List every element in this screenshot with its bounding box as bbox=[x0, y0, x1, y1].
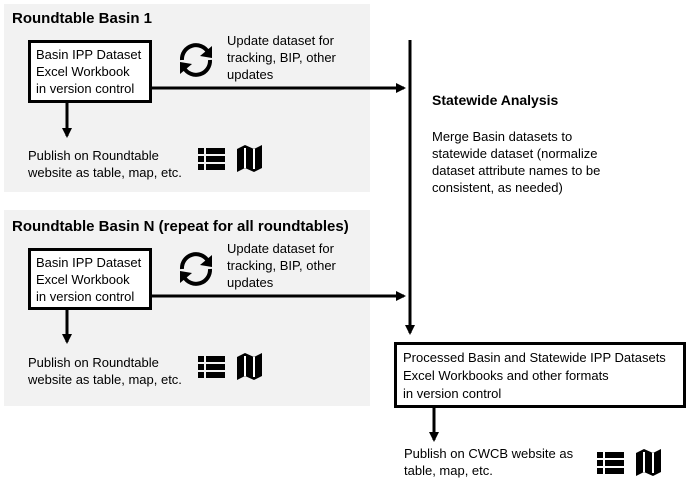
statewide-merge-line-1: Merge Basin datasets to bbox=[432, 129, 573, 144]
basin-n-dataset-line-1: Basin IPP Dataset bbox=[36, 255, 142, 270]
basin-n-publish-line-2: website as table, map, etc. bbox=[28, 372, 182, 387]
basin-n-update-note: Update dataset for tracking, BIP, other … bbox=[227, 240, 336, 291]
statewide-publish-note: Publish on CWCB website as table, map, e… bbox=[404, 445, 573, 479]
table-list-icon bbox=[198, 356, 225, 378]
statewide-output-line-3: in version control bbox=[403, 386, 502, 401]
statewide-title: Statewide Analysis bbox=[432, 92, 559, 108]
refresh-icon bbox=[180, 43, 212, 77]
basin-n-update-line-1: Update dataset for bbox=[227, 241, 334, 256]
map-icon bbox=[636, 449, 661, 476]
basin-n-dataset-line-2: Excel Workbook bbox=[36, 272, 130, 287]
statewide-merge-line-2: statewide dataset (normalize bbox=[432, 146, 598, 161]
statewide-merge-line-4: consistent, as needed) bbox=[432, 180, 563, 195]
statewide-publish-line-1: Publish on CWCB website as bbox=[404, 446, 574, 461]
basin-1-update-line-1: Update dataset for bbox=[227, 33, 334, 48]
statewide-output-line-1: Processed Basin and Statewide IPP Datase… bbox=[403, 350, 666, 365]
basin-n-publish-line-1: Publish on Roundtable bbox=[28, 355, 159, 370]
statewide-publish-line-2: table, map, etc. bbox=[404, 463, 493, 478]
basin-n-dataset-line-3: in version control bbox=[36, 289, 135, 304]
basin-n-publish-note: Publish on Roundtable website as table, … bbox=[28, 354, 182, 388]
basin-1-dataset-line-1: Basin IPP Dataset bbox=[36, 47, 142, 62]
table-list-icon bbox=[198, 148, 225, 170]
map-icon bbox=[237, 145, 262, 172]
statewide-merge-note: Merge Basin datasets to statewide datase… bbox=[432, 128, 600, 196]
basin-1-publish-line-2: website as table, map, etc. bbox=[28, 165, 182, 180]
basin-1-publish-line-1: Publish on Roundtable bbox=[28, 148, 159, 163]
basin-1-update-note: Update dataset for tracking, BIP, other … bbox=[227, 32, 336, 83]
refresh-icon bbox=[180, 252, 212, 286]
basin-1-update-line-3: updates bbox=[227, 67, 274, 82]
basin-1-update-line-2: tracking, BIP, other bbox=[227, 50, 336, 65]
basin-n-update-line-3: updates bbox=[227, 275, 274, 290]
basin-n-title: Roundtable Basin N (repeat for all round… bbox=[12, 218, 349, 235]
basin-1-dataset-line-2: Excel Workbook bbox=[36, 64, 130, 79]
statewide-merge-line-3: dataset attribute names to be bbox=[432, 163, 601, 178]
basin-n-dataset-box: Basin IPP Dataset Excel Workbook in vers… bbox=[28, 248, 152, 310]
statewide-output-line-2: Excel Workbooks and other formats bbox=[403, 368, 609, 383]
basin-1-title: Roundtable Basin 1 bbox=[12, 10, 153, 27]
basin-1-dataset-line-3: in version control bbox=[36, 81, 135, 96]
statewide-output-box: Processed Basin and Statewide IPP Datase… bbox=[394, 342, 686, 408]
basin-1-publish-note: Publish on Roundtable website as table, … bbox=[28, 147, 182, 181]
basin-1-dataset-box: Basin IPP Dataset Excel Workbook in vers… bbox=[28, 40, 152, 103]
table-list-icon bbox=[597, 452, 624, 474]
map-icon bbox=[237, 353, 262, 380]
basin-n-update-line-2: tracking, BIP, other bbox=[227, 258, 336, 273]
